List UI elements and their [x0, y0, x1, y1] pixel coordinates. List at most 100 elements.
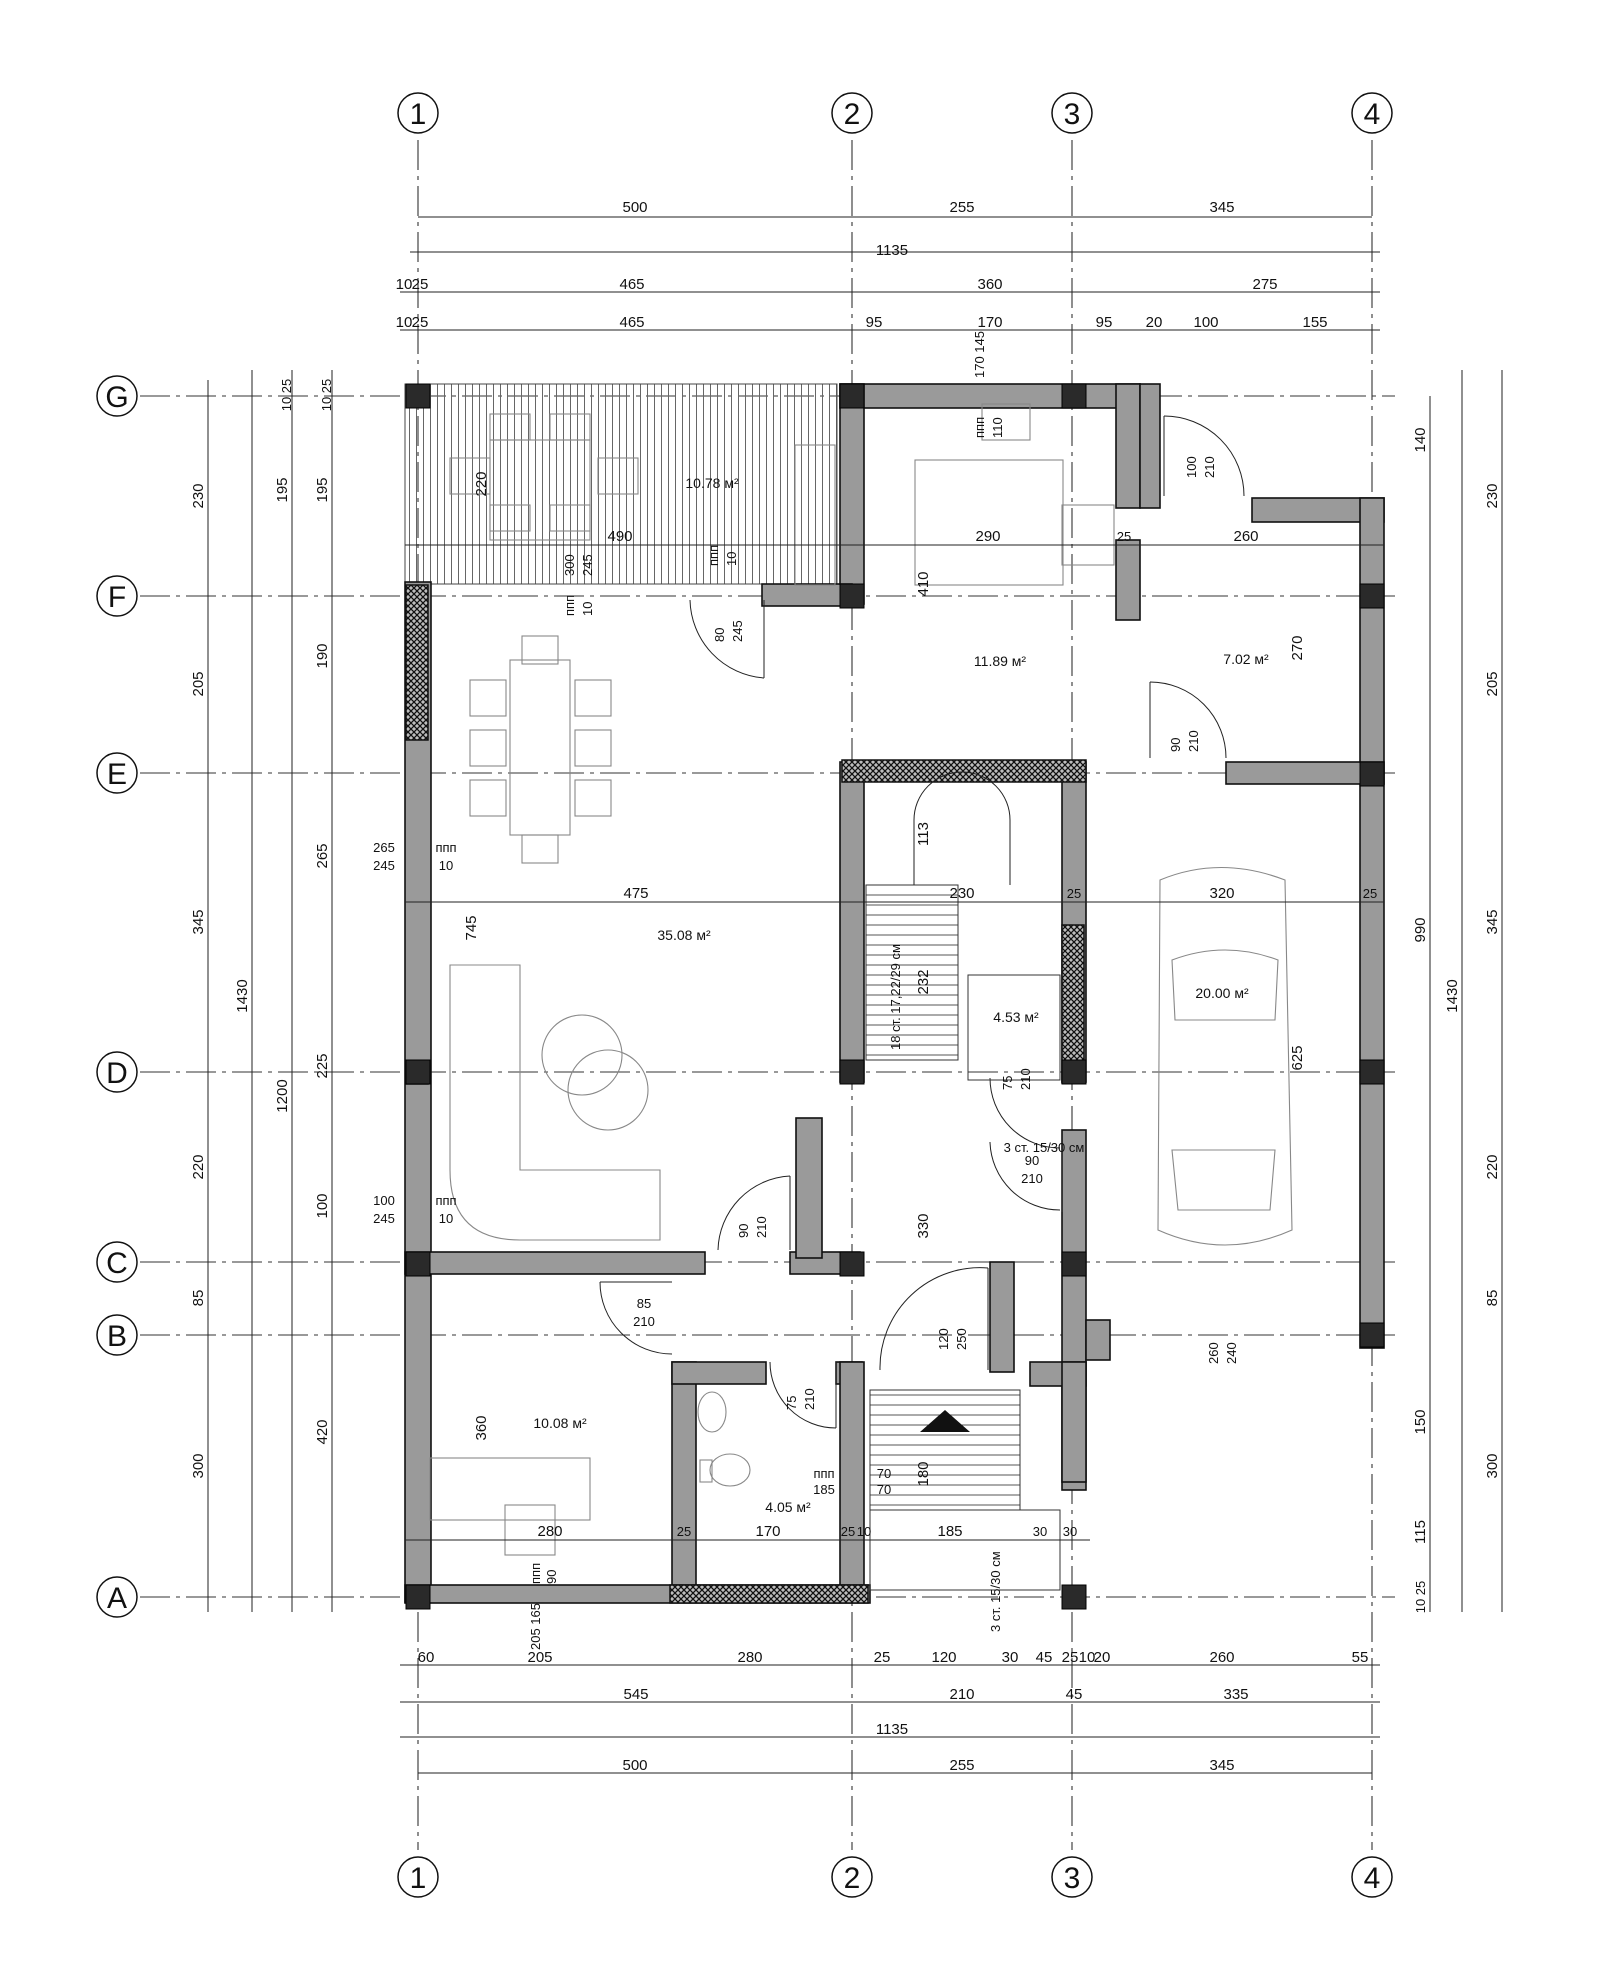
- brick-infill: [405, 584, 1087, 1604]
- room-area-terrace: 10.78 м²: [685, 475, 739, 491]
- walls: [404, 383, 1385, 1604]
- window-h-bedroom: 205 165: [528, 1603, 543, 1650]
- dim-left-195a: 195: [274, 477, 291, 502]
- left-dimensions: 230 205 345 220 85 300 1430 1200 195 195…: [190, 370, 334, 1612]
- axis-bubbles-bottom: 1 2 3 4: [397, 1856, 1393, 1898]
- axis-label-E: E: [107, 758, 127, 791]
- dim-top3-155: 155: [1302, 314, 1327, 331]
- int-dim-330: 330: [915, 1213, 932, 1238]
- door-swings: [599, 415, 1245, 1429]
- axis-bubble-4-bottom: [1351, 1856, 1393, 1898]
- door-90c-h: 210: [1021, 1171, 1043, 1186]
- axis-bubbles-rows: G F E D C B A: [96, 375, 138, 1618]
- int-dim-490: 490: [607, 528, 632, 545]
- top-dimensions: 500 255 345 1135 10 25 465 360 275 10 25…: [396, 199, 1380, 331]
- axis-bubble-3-top: [1051, 92, 1093, 134]
- axis-label-4-bottom: 4: [1364, 1862, 1381, 1895]
- window-label-f1: ппп: [562, 595, 577, 616]
- dim-bot-60: 60: [418, 1649, 435, 1666]
- dim-bot2-210: 210: [949, 1686, 974, 1703]
- int-dim-475: 475: [623, 885, 648, 902]
- dim-bot-30: 30: [1002, 1649, 1019, 1666]
- dim-bot-205: 205: [527, 1649, 552, 1666]
- dim-top-total: 1135: [876, 242, 908, 259]
- window-h-living: 245: [373, 858, 395, 873]
- dim-right-150: 150: [1412, 1409, 1429, 1434]
- entry-arrow-icon: [920, 1410, 970, 1432]
- int-dim-170: 170: [755, 1523, 780, 1540]
- int-dim-25c: 25: [1363, 886, 1377, 901]
- interior-dimensions: 490 290 260 25 475 230 25 320 25 280 25 …: [405, 471, 1384, 1541]
- dim-top3-95b: 95: [1096, 314, 1113, 331]
- dim-top3-95a: 95: [866, 314, 883, 331]
- dim-right-990: 990: [1412, 917, 1429, 942]
- axis-bubble-3-bottom: [1051, 1856, 1093, 1898]
- entry-stair: [869, 1389, 1061, 1591]
- car: [1157, 866, 1293, 1246]
- dim-top3-170: 170: [977, 314, 1002, 331]
- dim-left-195b: 195: [314, 477, 331, 502]
- terrace-deck: [404, 383, 838, 585]
- int-dim-180: 180: [915, 1461, 932, 1486]
- int-dim-280: 280: [537, 1523, 562, 1540]
- dim-bot2-45: 45: [1066, 1686, 1083, 1703]
- dim-right-10: 10: [1413, 1599, 1428, 1613]
- dim-top2-10: 10: [396, 276, 413, 293]
- dim-bot2-545: 545: [623, 1686, 648, 1703]
- int-dim-410: 410: [915, 571, 932, 596]
- dim-left-small-10a: 10: [279, 397, 294, 411]
- window-w-kitchen: 110: [990, 417, 1005, 438]
- dim-right-total: 1430: [1444, 979, 1461, 1012]
- dim-top-500: 500: [622, 199, 647, 216]
- dim-top3-10: 10: [396, 314, 413, 331]
- sofa: [449, 964, 661, 1241]
- dim-right-345: 345: [1484, 909, 1501, 934]
- int-dim-10: 10: [857, 1524, 871, 1539]
- dim-left-85: 85: [190, 1290, 207, 1307]
- axis-bubble-1-top: [397, 92, 439, 134]
- dim-top3-20: 20: [1146, 314, 1163, 331]
- int-dim-30a: 30: [1033, 1524, 1047, 1539]
- dim-top2-360: 360: [977, 276, 1002, 293]
- dim-left-small-10b: 10: [319, 397, 334, 411]
- dim-bot4-255: 255: [949, 1757, 974, 1774]
- window-label-living: ппп: [435, 840, 456, 855]
- room-area-bathroom: 4.05 м²: [765, 1499, 811, 1515]
- door-100-h: 210: [1202, 456, 1217, 478]
- int-dim-745: 745: [463, 915, 480, 940]
- dim-left-1200: 1200: [274, 1079, 291, 1112]
- bathroom-fixtures: [697, 1391, 751, 1487]
- stair-labels: 18 ст. 17,22/29 см 3 ст. 15/30 см 3 ст. …: [888, 944, 1084, 1632]
- door-75b-h: 210: [1018, 1068, 1033, 1090]
- room-area-stair-storage: 4.53 м²: [993, 1009, 1039, 1025]
- stair-side-label: 3 ст. 15/30 см: [1004, 1140, 1085, 1155]
- axis-bubble-C: [96, 1241, 138, 1283]
- dim-right-140: 140: [1412, 427, 1429, 452]
- dim-bot-20: 20: [1094, 1649, 1111, 1666]
- axis-label-3-top: 3: [1064, 98, 1081, 131]
- int-dim-25d: 25: [677, 1524, 691, 1539]
- dim-left-100: 100: [314, 1193, 331, 1218]
- window-sill-f1: 10: [580, 602, 595, 616]
- axis-label-D: D: [106, 1057, 128, 1090]
- window-label-f2: ппп: [706, 545, 721, 566]
- axis-label-3-bottom: 3: [1064, 1862, 1081, 1895]
- window-sill-living: 10: [439, 858, 453, 873]
- axis-label-G: G: [105, 381, 128, 414]
- dim-bot-260: 260: [1209, 1649, 1234, 1666]
- garage-gate-w: 260: [1206, 1342, 1221, 1364]
- window-label-kitchen: ппп: [972, 417, 987, 438]
- room-area-bedroom: 10.08 м²: [533, 1415, 587, 1431]
- bottom-dimensions: 60 205 280 25 120 30 45 25 10 20 260 55 …: [400, 1649, 1380, 1774]
- dim-bot4-500: 500: [622, 1757, 647, 1774]
- dim-left-230: 230: [190, 483, 207, 508]
- int-dim-25a: 25: [1117, 529, 1131, 544]
- dim-bot2-335: 335: [1223, 1686, 1248, 1703]
- door-120: 120: [936, 1328, 951, 1350]
- door-90a: 90: [1168, 738, 1183, 752]
- dim-right-205: 205: [1484, 671, 1501, 696]
- int-dim-30b: 30: [1063, 1524, 1077, 1539]
- window-sill-bath: 70: [877, 1482, 891, 1497]
- dim-bot-25b: 25: [1062, 1649, 1079, 1666]
